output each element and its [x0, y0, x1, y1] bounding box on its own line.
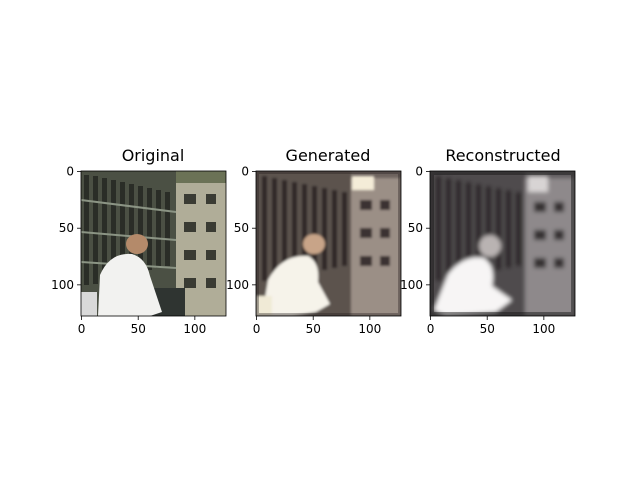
x-tick-label: 50 [480, 322, 495, 336]
axes-frame [429, 170, 576, 317]
x-tick-label: 50 [131, 322, 146, 336]
y-tick-label: 0 [66, 165, 74, 179]
x-tick-label: 0 [253, 322, 261, 336]
reconstructed-image [430, 171, 575, 316]
panel-original: Original [81, 146, 226, 316]
x-tick-label: 100 [183, 322, 206, 336]
x-tick-label: 100 [532, 322, 555, 336]
y-tick-label: 50 [59, 221, 74, 235]
generated-image [256, 171, 401, 316]
panel-title: Reconstructed [445, 146, 560, 165]
panel-reconstructed: Reconstructed [430, 146, 575, 316]
panel-title: Original [122, 146, 185, 165]
x-tick-label: 50 [306, 322, 321, 336]
y-tick-label: 50 [408, 221, 423, 235]
x-tick-label: 0 [78, 322, 86, 336]
axes-frame [255, 170, 402, 317]
y-tick-label: 50 [234, 221, 249, 235]
y-tick-label: 100 [226, 278, 249, 292]
y-tick-label: 100 [400, 278, 423, 292]
panel-title: Generated [286, 146, 371, 165]
axes-frame [80, 170, 227, 317]
y-tick-label: 100 [51, 278, 74, 292]
x-tick-label: 0 [427, 322, 435, 336]
x-tick-label: 100 [358, 322, 381, 336]
original-image [81, 171, 226, 316]
y-tick-label: 0 [415, 165, 423, 179]
panel-generated: Generated [256, 146, 401, 316]
y-tick-label: 0 [241, 165, 249, 179]
